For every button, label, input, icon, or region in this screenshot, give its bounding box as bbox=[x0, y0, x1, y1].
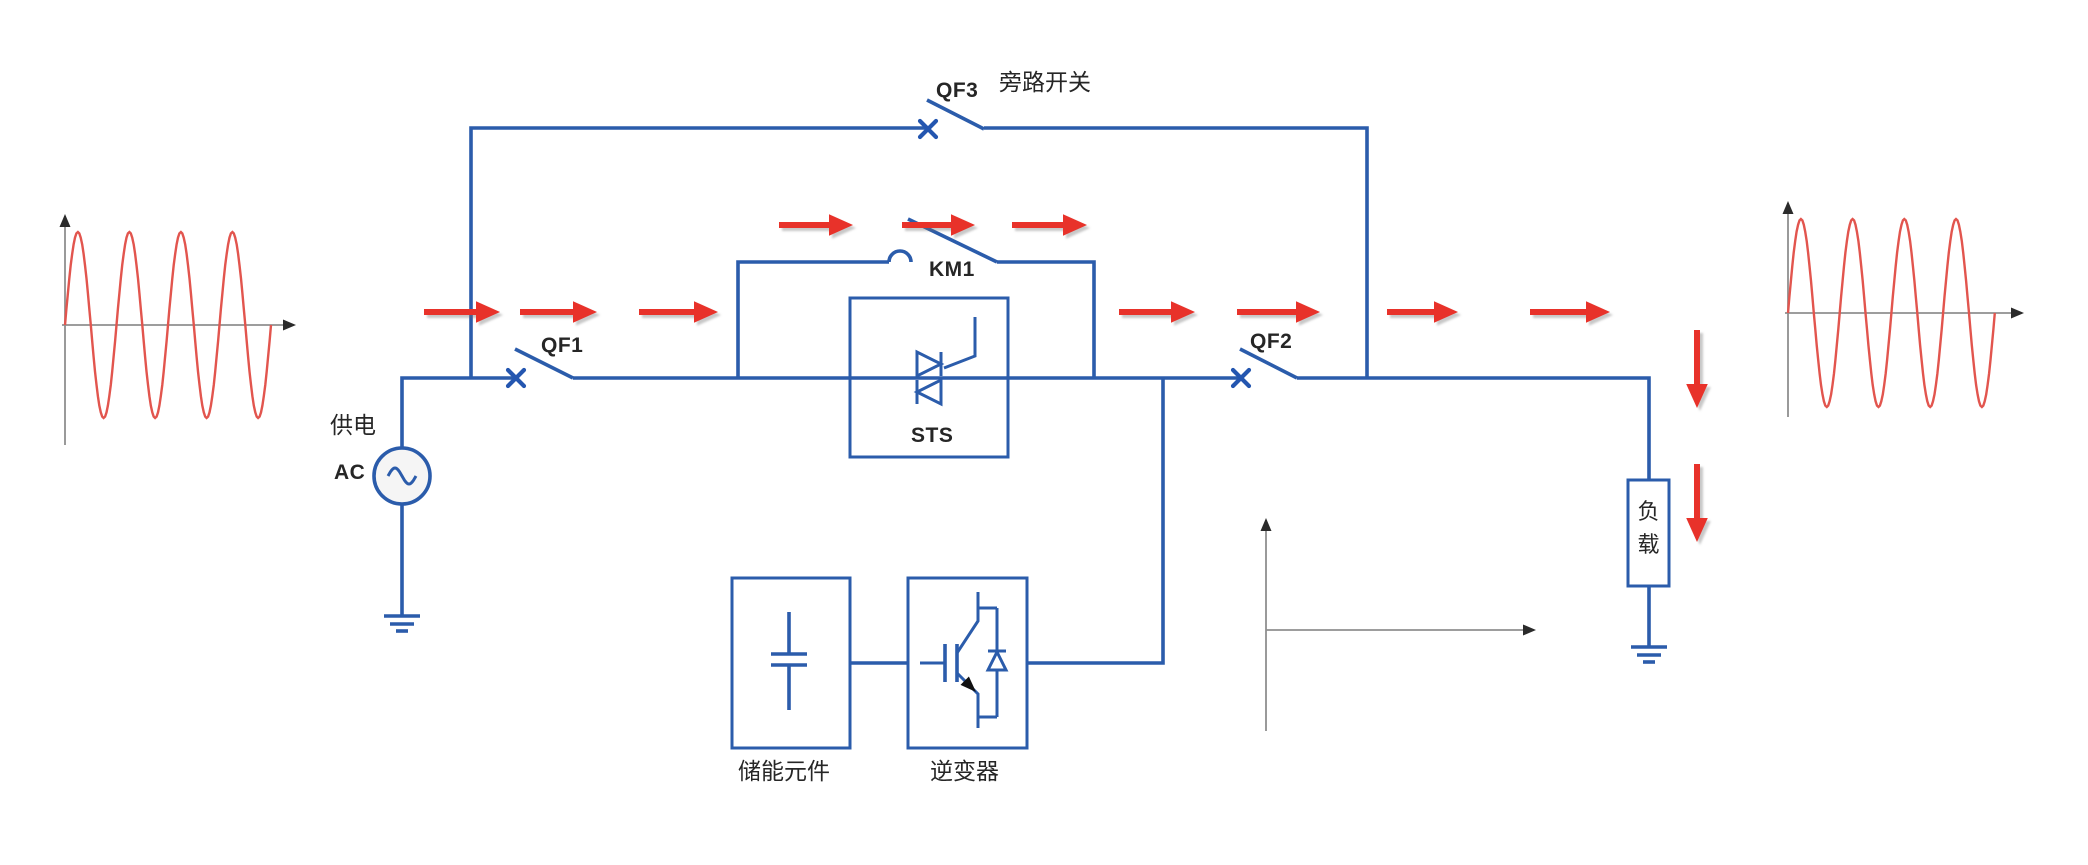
qf2-breaker-blade bbox=[1239, 347, 1298, 380]
capacitor-icon bbox=[771, 612, 807, 710]
qf2-label: QF2 bbox=[1250, 330, 1293, 353]
source-to-qf1-wire bbox=[400, 376, 516, 448]
qf1-breaker-blade bbox=[514, 347, 574, 380]
bypass-wire-right bbox=[984, 126, 1369, 378]
inverter-label: 逆变器 bbox=[930, 759, 999, 785]
ac-source bbox=[372, 446, 432, 633]
qf3-breaker-blade bbox=[926, 98, 985, 131]
bypass-switch-label: 旁路开关 bbox=[999, 70, 1091, 96]
supply-label: 供电 bbox=[330, 413, 376, 439]
ac-label: AC bbox=[334, 461, 366, 484]
ac-source-sine-glyph bbox=[386, 466, 418, 486]
thyristor-icon bbox=[913, 317, 977, 407]
left-waveform-plot bbox=[59, 214, 296, 445]
right-waveform-plot bbox=[1782, 201, 2024, 417]
load-ground-icon bbox=[1631, 645, 1667, 664]
qf2-to-load-wire bbox=[1297, 376, 1651, 480]
qf2-contact-x-icon bbox=[1230, 367, 1252, 389]
diode-icon bbox=[978, 606, 1009, 719]
load-box bbox=[1626, 478, 1671, 588]
right-sine-wave bbox=[1786, 217, 1996, 409]
km1-wire-left bbox=[736, 260, 889, 378]
bypass-wire-left bbox=[469, 126, 928, 378]
load-label: 负载 bbox=[1637, 500, 1660, 558]
qf1-label: QF1 bbox=[541, 334, 584, 357]
bypass-branch bbox=[469, 98, 1369, 378]
qf1-contact-x-icon bbox=[505, 367, 527, 389]
qf3-contact-x-icon bbox=[917, 118, 939, 140]
empty-axes bbox=[1260, 518, 1536, 731]
qf3-label: QF3 bbox=[936, 79, 979, 102]
igbt-icon bbox=[920, 592, 980, 728]
km1-label: KM1 bbox=[929, 258, 975, 281]
km1-wire-right bbox=[997, 260, 1096, 378]
storage-box bbox=[730, 576, 852, 750]
sts-unit bbox=[848, 296, 1010, 459]
source-ground-icon bbox=[384, 614, 420, 633]
sts-box bbox=[848, 296, 1010, 459]
left-sine-wave bbox=[63, 230, 273, 420]
storage-label: 储能元件 bbox=[738, 759, 830, 785]
main-branch bbox=[400, 347, 1651, 480]
storage-unit bbox=[730, 576, 908, 750]
sts-label: STS bbox=[911, 424, 954, 447]
igbt-emitter-arrow-icon bbox=[960, 676, 976, 692]
load-unit bbox=[1626, 478, 1671, 664]
inverter-output-wire bbox=[1027, 378, 1165, 665]
power-flow-arrows bbox=[424, 214, 1708, 542]
inverter-unit bbox=[906, 378, 1165, 750]
km1-contactor-arc-icon bbox=[887, 249, 913, 263]
